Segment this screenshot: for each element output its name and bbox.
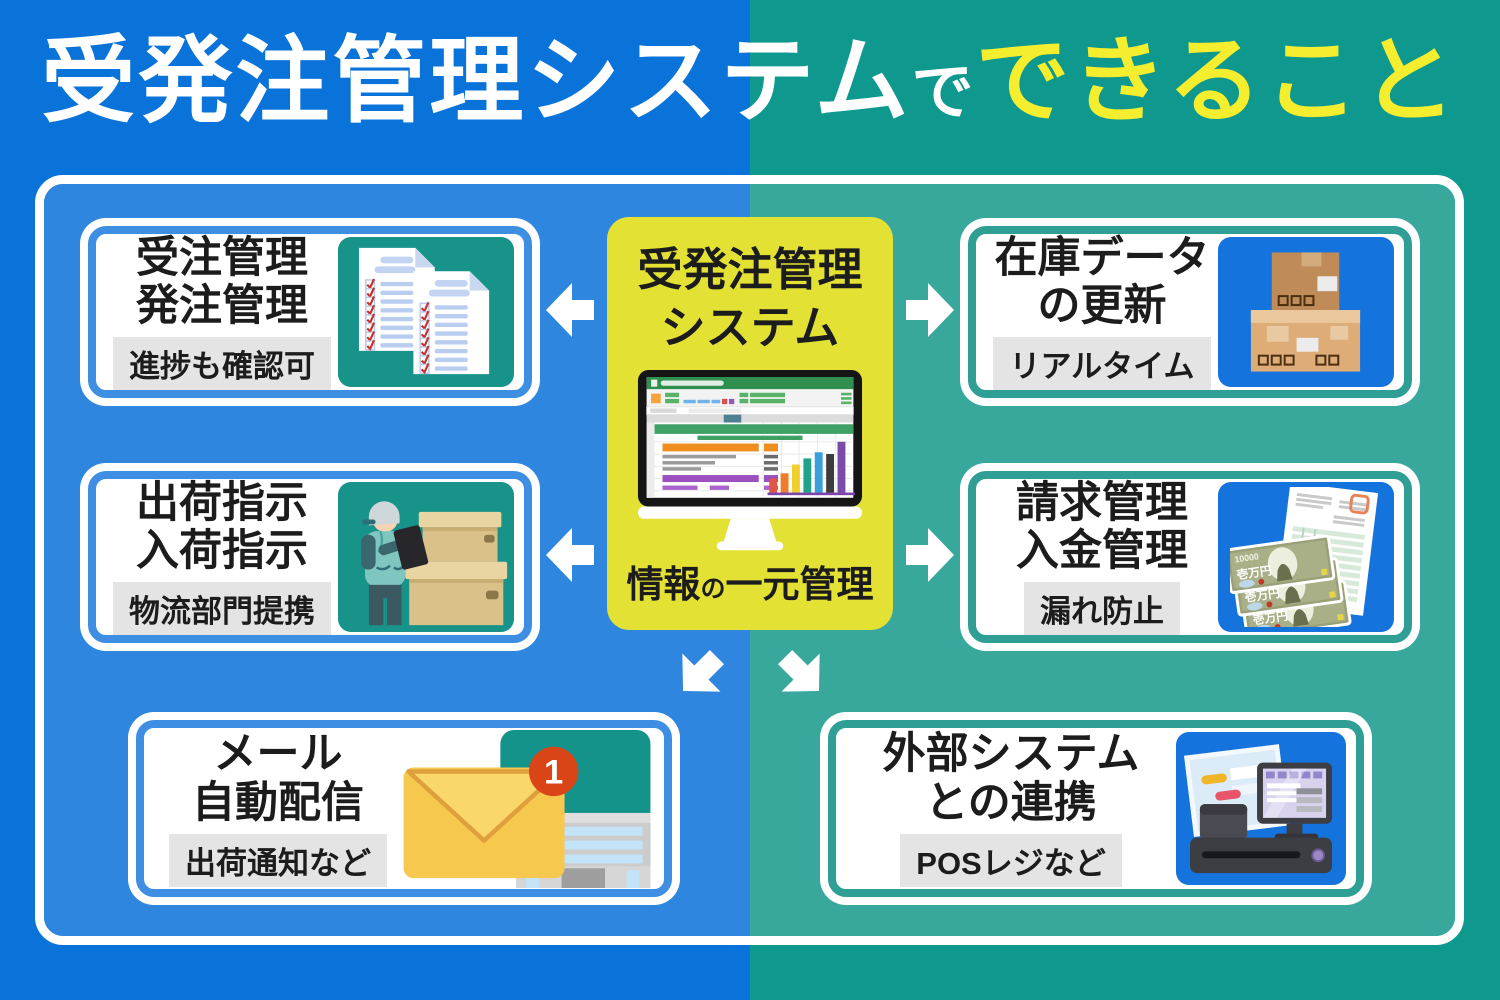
card-external-system-link: 外部システム との連携 POSレジなど — [828, 720, 1364, 897]
caption-particle: の — [700, 575, 726, 603]
card-title: 請求管理 入金管理 — [1016, 479, 1188, 575]
mail-notification-icon: 1 — [403, 729, 651, 888]
center-system-box: 受発注管理 システム — [607, 217, 893, 630]
center-heading: 受発注管理 システム — [637, 241, 862, 356]
spreadsheet-monitor-icon — [637, 370, 863, 551]
card-title: 受注管理 発注管理 — [136, 234, 308, 330]
card-text: 請求管理 入金管理 漏れ防止 — [986, 479, 1218, 636]
card-tag: リアルタイム — [993, 337, 1211, 391]
pos-register-icon — [1184, 743, 1332, 873]
card-title-line1: 外部システム — [882, 730, 1140, 779]
icon-tile — [1176, 732, 1346, 885]
card-title-line1: 出荷指示 — [136, 478, 308, 527]
money-invoice-icon: 10000 壱万円 — [1230, 487, 1379, 627]
arrow-right-middle-icon — [906, 528, 954, 582]
card-text: 在庫データ の更新 リアルタイム — [986, 234, 1218, 391]
card-order-management: 受注管理 発注管理 進捗も確認可 — [88, 226, 532, 398]
mail-badge-count: 1 — [544, 753, 563, 791]
card-billing-management: 請求管理 入金管理 漏れ防止 10000 壱万円 — [968, 471, 1412, 643]
arrow-left-middle-icon — [546, 528, 594, 582]
center-heading-line1: 受発注管理 — [637, 244, 863, 295]
card-shipping-instructions: 出荷指示 入荷指示 物流部門提携 — [88, 471, 532, 643]
card-text: 受注管理 発注管理 進捗も確認可 — [106, 234, 338, 391]
card-tag: 進捗も確認可 — [113, 337, 331, 391]
card-text: 出荷指示 入荷指示 物流部門提携 — [106, 479, 338, 636]
card-tag: 物流部門提携 — [113, 582, 331, 636]
arrow-down-right-icon — [766, 638, 838, 710]
card-title-line1: 請求管理 — [1016, 478, 1188, 527]
card-mail-auto-delivery: メール 自動配信 出荷通知など 1 — [136, 720, 672, 897]
card-tag: 出荷通知など — [169, 833, 387, 887]
title-main: 受発注管理システム — [41, 28, 912, 133]
card-title-line1: メール — [213, 730, 343, 779]
card-text: メール 自動配信 出荷通知など — [154, 730, 402, 887]
card-title-line2: の更新 — [1037, 282, 1167, 330]
icon-tile: 10000 壱万円 — [1218, 482, 1394, 632]
checklist-documents-icon — [351, 244, 501, 380]
card-title-line2: との連携 — [925, 778, 1097, 827]
icon-tile — [1218, 237, 1394, 387]
card-title: 出荷指示 入荷指示 — [136, 479, 308, 575]
center-caption: 情報の一元管理 — [626, 554, 873, 608]
center-heading-line2: システム — [660, 301, 840, 353]
card-title-line2: 発注管理 — [136, 282, 308, 330]
card-title: 外部システム との連携 — [883, 730, 1140, 826]
card-title-line2: 自動配信 — [192, 778, 364, 827]
caption-left: 情報 — [626, 564, 701, 605]
icon-tile — [338, 237, 514, 387]
warehouse-worker-icon — [361, 501, 508, 626]
stock-boxes-icon — [1250, 252, 1361, 372]
icon-area: 1 — [402, 729, 654, 888]
card-text: 外部システム との連携 POSレジなど — [846, 730, 1176, 887]
title-particle: で — [911, 58, 976, 127]
page-title: 受発注管理システムでできること — [0, 22, 1500, 140]
caption-right: 一元管理 — [725, 564, 874, 605]
card-title-line2: 入金管理 — [1016, 527, 1188, 575]
card-stock-data-update: 在庫データ の更新 リアルタイム — [968, 226, 1412, 398]
card-tag: 漏れ防止 — [1024, 582, 1180, 636]
card-title-line2: 入荷指示 — [136, 527, 308, 575]
card-title-line1: 受注管理 — [136, 233, 308, 282]
icon-tile — [338, 482, 514, 632]
card-title: メール 自動配信 — [192, 730, 364, 826]
card-tag: POSレジなど — [900, 833, 1122, 887]
card-title: 在庫データ の更新 — [995, 234, 1210, 330]
arrow-down-left-icon — [664, 638, 736, 710]
title-highlight: できること — [975, 28, 1459, 133]
card-title-line1: 在庫データ — [994, 233, 1210, 282]
arrow-left-top-icon — [546, 283, 594, 337]
arrow-right-top-icon — [906, 283, 954, 337]
